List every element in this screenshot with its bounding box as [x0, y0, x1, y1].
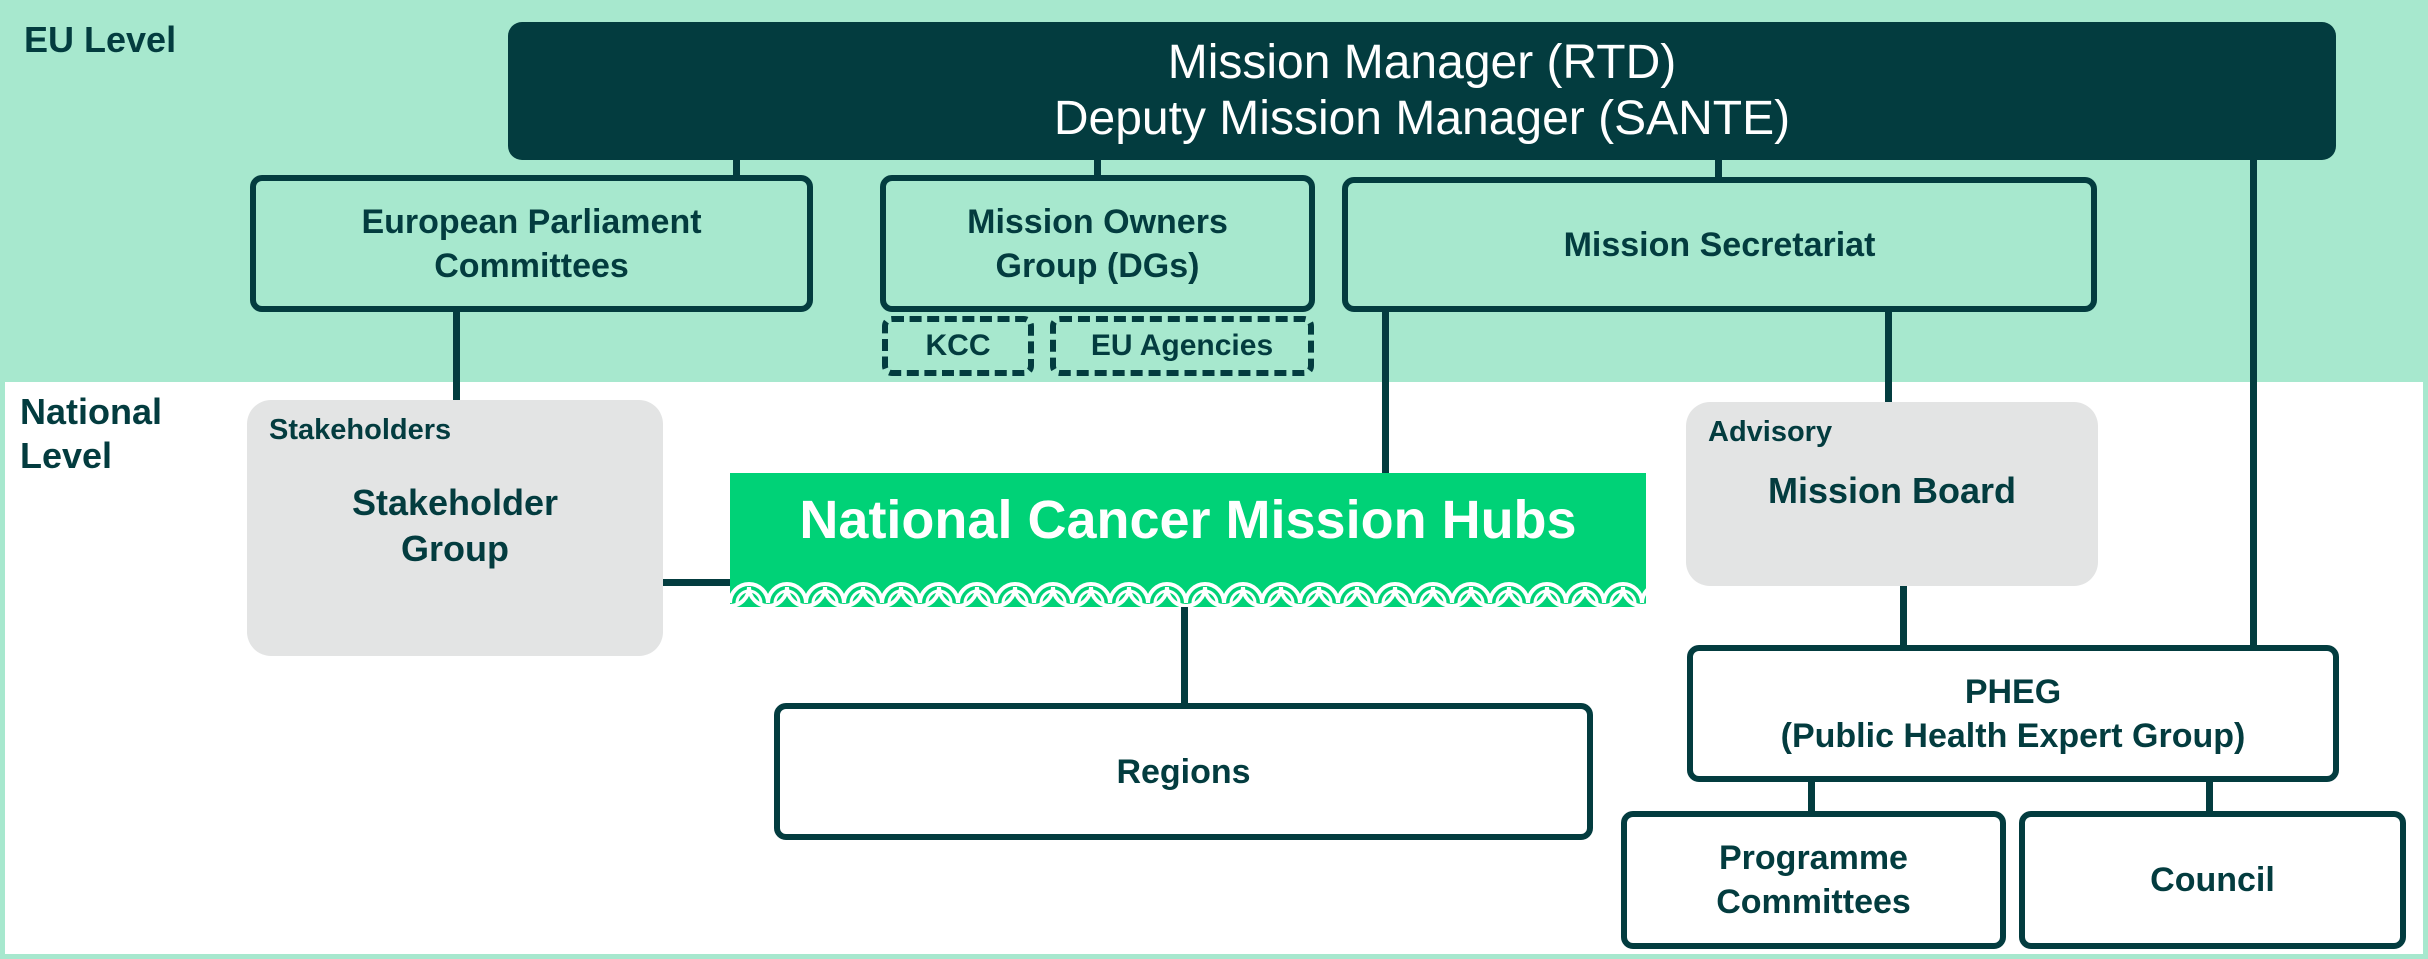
connector-manager-parliament: [733, 158, 740, 178]
connector-manager-owners: [1094, 158, 1101, 178]
mission-manager-line1: Mission Manager (RTD): [1167, 36, 1677, 89]
mission-manager-box: Mission Manager (RTD) Deputy Mission Man…: [508, 22, 2336, 160]
regions-box: Regions: [774, 703, 1593, 840]
hubs-title: National Cancer Mission Hubs: [799, 490, 1577, 550]
european-parliament-committees-box: European Parliament Committees: [250, 175, 813, 312]
programme-committees-box: Programme Committees: [1621, 811, 2006, 949]
connector-secretariat-hubs: [1382, 310, 1389, 475]
mission-manager-line2: Deputy Mission Manager (SANTE): [1053, 92, 1791, 145]
stakeholder-group-box: Stakeholders Stakeholder Group: [247, 400, 663, 656]
connector-manager-pheg: [2250, 158, 2257, 648]
pheg-box: PHEG (Public Health Expert Group): [1687, 645, 2339, 782]
connector-pheg-programme: [1808, 778, 1815, 814]
connector-board-pheg: [1900, 584, 1907, 648]
advisory-tag: Advisory: [1708, 416, 1833, 448]
eu-agencies-box: EU Agencies: [1050, 316, 1314, 376]
connector-manager-secretariat: [1715, 158, 1722, 178]
mission-secretariat-box: Mission Secretariat: [1342, 177, 2097, 312]
connector-secretariat-board: [1885, 310, 1892, 404]
mission-board-label: Mission Board: [1767, 470, 2017, 511]
stakeholders-tag: Stakeholders: [269, 414, 452, 446]
connector-stakeholders-hubs: [660, 579, 732, 586]
mission-owners-group-box: Mission Owners Group (DGs): [880, 175, 1315, 312]
eu-level-label: EU Level: [24, 19, 177, 60]
kcc-box: KCC: [882, 316, 1034, 376]
council-box: Council: [2019, 811, 2406, 949]
mission-board-box: Advisory Mission Board: [1686, 402, 2098, 586]
national-level-label: National Level: [20, 391, 163, 476]
national-cancer-mission-hubs-banner: National Cancer Mission Hubs: [730, 473, 1646, 607]
connector-parliament-stakeholders: [453, 310, 460, 402]
stakeholder-group-label: Stakeholder Group: [351, 482, 559, 569]
connector-pheg-council: [2206, 778, 2213, 814]
hubs-wave-pattern: [730, 573, 1646, 607]
connector-hubs-regions: [1181, 605, 1188, 705]
